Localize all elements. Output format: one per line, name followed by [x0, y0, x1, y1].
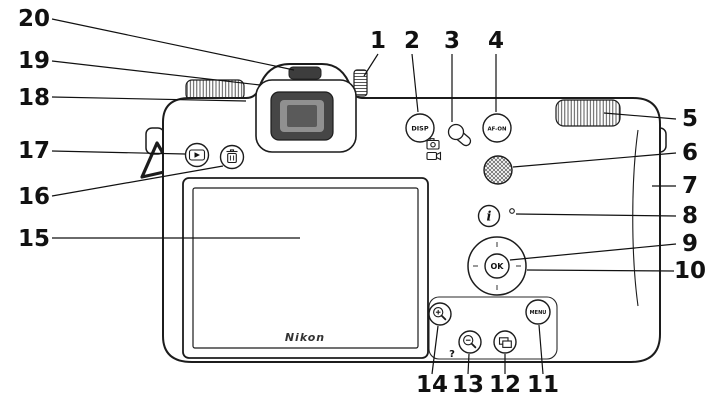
callout-10-line	[526, 269, 675, 272]
multi-selector: OK	[467, 236, 527, 296]
ok-button	[484, 253, 510, 279]
callout-19: 19	[18, 48, 50, 74]
callout-15: 15	[18, 226, 50, 252]
help-zoom-out-button	[458, 330, 482, 354]
callout-2-line	[411, 53, 419, 113]
main-command-dial	[555, 99, 621, 127]
playback-icon	[188, 149, 206, 161]
callout-18: 18	[18, 85, 50, 111]
af-on-button: AF-ON	[482, 113, 512, 143]
callout-4: 4	[488, 28, 504, 54]
callout-12: 12	[489, 372, 521, 398]
memory-card-cover-seam	[632, 129, 639, 307]
help-zoom-out-button-face	[458, 330, 482, 354]
delete-button	[219, 144, 245, 170]
callout-17-line	[51, 150, 186, 155]
continuous-frames-icon	[498, 337, 512, 348]
i-button-face	[477, 204, 501, 228]
movie-camera-icon	[426, 151, 442, 161]
callout-11-line	[538, 324, 544, 375]
eye-sensor	[288, 66, 322, 80]
disp-button-face	[405, 113, 435, 143]
release-mode-button	[493, 330, 517, 354]
callout-1-line	[363, 53, 379, 77]
magnify-minus-icon	[463, 335, 477, 349]
callout-8-line	[515, 213, 677, 217]
callout-16-line	[51, 165, 224, 197]
speaker-hole	[509, 208, 515, 214]
trash-icon	[226, 149, 238, 164]
magnify-plus-icon	[433, 307, 447, 321]
callout-2: 2	[404, 28, 420, 54]
diopter-adjustment-control	[353, 69, 368, 97]
button-cluster-outline	[428, 296, 558, 360]
callout-5: 5	[682, 106, 698, 132]
still-camera-icon	[426, 138, 440, 150]
selector-knob	[447, 123, 465, 141]
monitor-screen	[192, 187, 419, 349]
callout-14: 14	[416, 372, 448, 398]
af-on-button-face	[482, 113, 512, 143]
i-button-label: i	[487, 210, 492, 225]
callout-7: 7	[682, 173, 698, 199]
disp-button-label: DISP	[411, 125, 428, 133]
callout-17: 17	[18, 138, 50, 164]
photo-movie-selector	[426, 123, 472, 161]
callout-13: 13	[452, 372, 484, 398]
zoom-in-button	[428, 302, 452, 326]
playback-button	[184, 142, 210, 168]
i-button: i	[477, 204, 501, 228]
callout-3: 3	[444, 28, 460, 54]
callout-8: 8	[682, 203, 698, 229]
callout-19-line	[51, 60, 261, 86]
leader-lines	[51, 18, 677, 375]
callout-16: 16	[18, 184, 50, 210]
callout-20-line	[51, 18, 295, 71]
help-label: ?	[449, 349, 455, 360]
callout-13-line	[467, 353, 470, 375]
sub-selector	[483, 155, 513, 185]
monitor: Nikon	[182, 177, 429, 359]
callout-18-line	[51, 96, 247, 102]
delete-button-face	[219, 144, 245, 170]
callout-11: 11	[527, 372, 559, 398]
callout-numbers: 1 2 3 4 5 6 7 8 9 10 11 12 13 14 15 16 1…	[18, 6, 706, 398]
callout-9: 9	[682, 231, 698, 257]
callout-9-line	[509, 243, 677, 261]
callout-14-line	[431, 325, 439, 375]
callout-6: 6	[682, 140, 698, 166]
callout-10: 10	[674, 258, 706, 284]
callout-1: 1	[370, 28, 386, 54]
menu-button-face	[525, 299, 551, 325]
zoom-in-button-face	[428, 302, 452, 326]
callout-5-line	[603, 112, 677, 120]
menu-button-label: MENU	[530, 310, 547, 316]
callout-20: 20	[18, 6, 50, 32]
brand-logo: Nikon	[285, 331, 325, 344]
menu-button: MENU	[525, 299, 551, 325]
af-on-button-label: AF-ON	[487, 126, 507, 132]
camera-illustration: DISP AF-ON i	[140, 63, 667, 363]
viewfinder-glass	[287, 105, 317, 127]
ok-button-label: OK	[491, 262, 505, 271]
callout-6-line	[512, 152, 677, 168]
disp-button: DISP	[405, 113, 435, 143]
